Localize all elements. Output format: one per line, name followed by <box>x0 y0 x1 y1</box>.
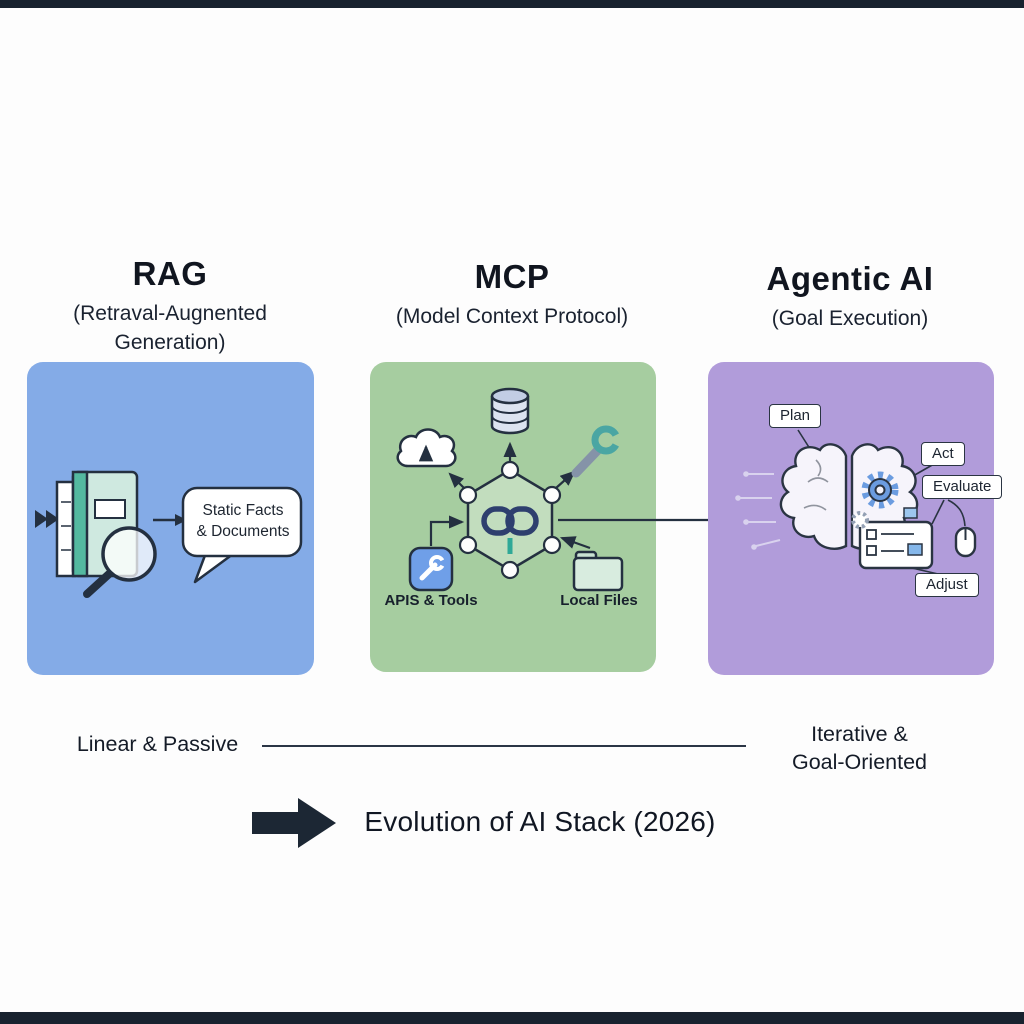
apis-tools-label: APIS & Tools <box>384 592 478 609</box>
bottom-border-bar <box>0 1012 1024 1024</box>
flow-arrow-icon <box>558 513 722 527</box>
bubble-text-line1: Static Facts <box>202 502 284 519</box>
rag-title: RAG <box>132 255 208 292</box>
speech-bubble <box>181 486 303 584</box>
apis-tools-icon <box>408 546 454 592</box>
rag-subtitle-line2: Generation) <box>114 331 226 354</box>
wrench-icon <box>571 425 626 478</box>
footer-right-line2: Goal-Oriented <box>791 750 928 774</box>
rag-subtitle: (Retraval-Augnented Generation) <box>20 299 320 357</box>
mcp-title: MCP <box>474 258 550 295</box>
footer-left-label: Linear & Passive <box>76 732 239 756</box>
agentic-illustration <box>735 429 977 575</box>
cloud-upload-icon <box>396 428 457 468</box>
agentic-subtitle: (Goal Execution) <box>771 307 929 330</box>
checklist-panel <box>851 507 934 570</box>
local-files-label: Local Files <box>560 592 638 609</box>
tag-act: Act <box>921 442 965 466</box>
bubble-text: Static Facts & Documents <box>184 500 302 542</box>
top-border-bar <box>0 0 1024 8</box>
skim-arrows-icon <box>35 510 59 528</box>
magnifier-icon <box>83 526 157 598</box>
tag-plan: Plan <box>769 404 822 428</box>
mcp-subtitle: (Model Context Protocol) <box>395 305 629 328</box>
hub-connector-lines <box>429 441 591 550</box>
footer-right-line1: Iterative & <box>811 722 908 746</box>
footer-divider-line <box>262 745 746 747</box>
footer-right-label: Iterative & Goal-Oriented <box>772 720 947 776</box>
bubble-text-line2: & Documents <box>196 523 290 540</box>
agentic-panel <box>708 362 994 675</box>
tag-adjust: Adjust <box>915 573 979 597</box>
rag-subtitle-line1: (Retraval-Augnented <box>73 302 267 325</box>
rag-illustration <box>35 470 303 598</box>
evolution-arrow-icon <box>252 798 336 848</box>
rag-header: RAG (Retraval-Augnented Generation) <box>20 255 320 357</box>
circuit-lines <box>735 471 781 550</box>
mcp-header: MCP (Model Context Protocol) <box>352 258 672 331</box>
folder-icon <box>572 550 624 592</box>
agentic-header: Agentic AI (Goal Execution) <box>700 260 1000 333</box>
arrow-right-icon <box>153 514 187 526</box>
mcp-panel <box>370 362 656 672</box>
database-icon <box>490 387 530 435</box>
gear-icon <box>861 471 899 509</box>
rag-panel <box>27 362 314 675</box>
chain-link-icon <box>481 506 539 554</box>
caption: Evolution of AI Stack (2026) <box>364 806 716 837</box>
agentic-title: Agentic AI <box>766 260 934 297</box>
tag-evaluate: Evaluate <box>922 475 1003 499</box>
mcp-illustration <box>396 387 626 592</box>
mouse-icon <box>954 526 977 558</box>
